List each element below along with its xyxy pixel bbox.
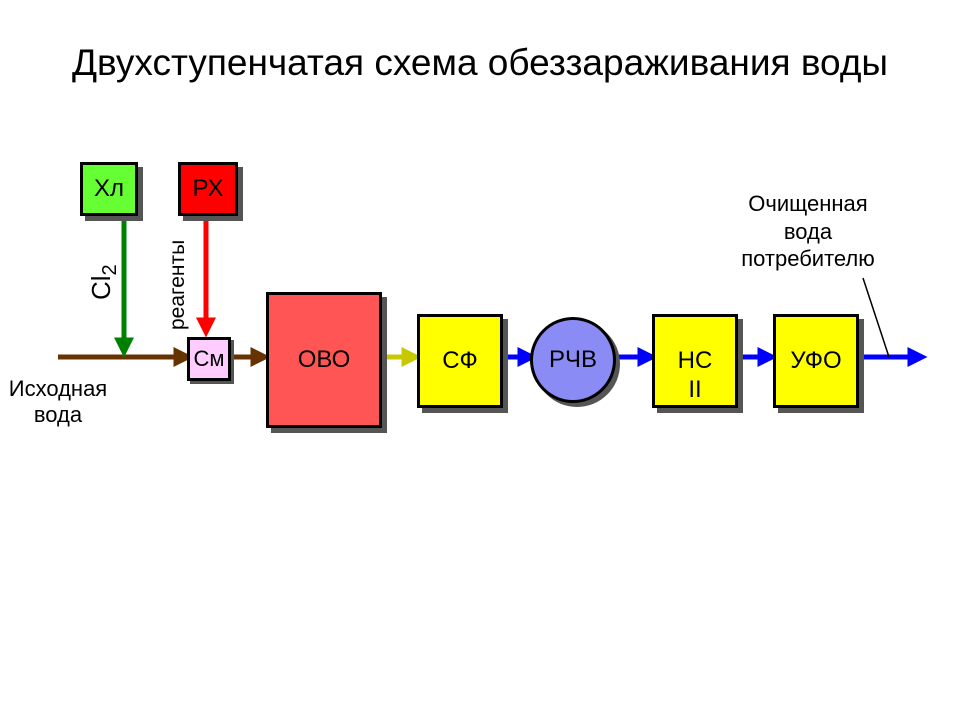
sf-box: СФ	[417, 314, 503, 408]
rchv-tank: РЧВ	[530, 317, 616, 403]
ns-label-line1: НС	[677, 347, 713, 374]
page-title: Двухступенчатая схема обеззараживания во…	[71, 42, 889, 83]
ns-label-line2: II	[688, 375, 702, 403]
rchv-label: РЧВ	[548, 346, 597, 373]
clean-water-label: Очищенная вода потребителю	[741, 191, 875, 271]
ovo-box: ОВО	[266, 292, 382, 428]
clean-water-leader	[862, 277, 890, 358]
mixer-box: См	[187, 337, 231, 381]
reagent-box-label: РХ	[192, 175, 224, 202]
chlorinator-label: Хл	[93, 175, 124, 202]
ns-box: НС II	[652, 314, 738, 408]
sf-label: СФ	[442, 347, 478, 374]
reagent-box: РХ	[178, 162, 238, 216]
ovo-label: ОВО	[297, 346, 351, 373]
reagents-label: реагенты	[166, 239, 189, 330]
ufo-label: УФО	[790, 347, 842, 374]
chlorine-label: Cl2	[86, 264, 121, 300]
chlorine-subscript: 2	[99, 264, 121, 276]
source-water-label: Исходная вода	[8, 376, 108, 428]
chlorinator-box: Хл	[80, 162, 138, 216]
ns-label: НС II	[655, 347, 735, 405]
mixer-label: См	[193, 346, 225, 371]
ufo-box: УФО	[773, 314, 859, 408]
